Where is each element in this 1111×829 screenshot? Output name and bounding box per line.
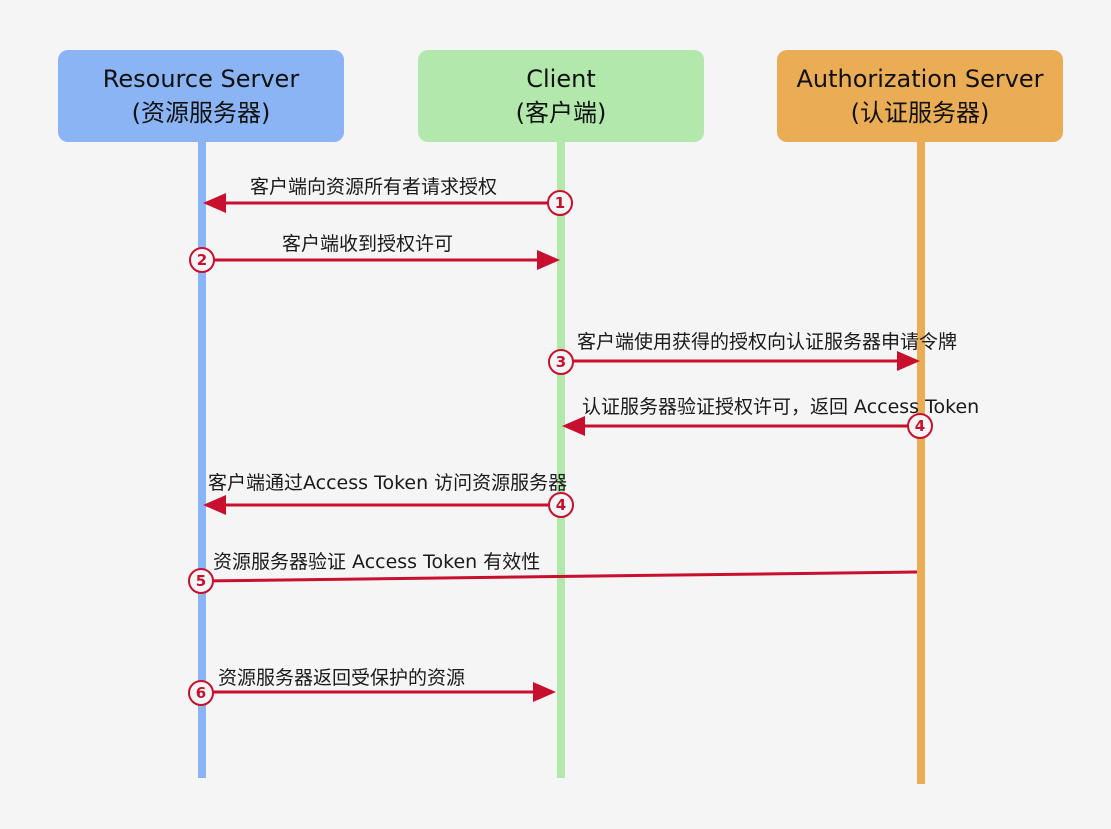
actor-client-subtitle: (客户端) — [515, 99, 607, 127]
step-badge-3: 3 — [548, 349, 574, 375]
actor-client-name: Client — [526, 65, 596, 93]
step-badge-4a: 4 — [907, 413, 933, 439]
message-label-5: 资源服务器验证 Access Token 有效性 — [213, 551, 541, 573]
message-label-2: 客户端收到授权许可 — [282, 233, 454, 255]
message-label-3: 客户端使用获得的授权向认证服务器申请令牌 — [577, 331, 958, 353]
arrow-step-5 — [201, 570, 918, 583]
message-label-4b: 客户端通过Access Token 访问资源服务器 — [208, 472, 568, 494]
actor-resource-server-name: Resource Server — [102, 65, 300, 93]
step-badge-1: 1 — [547, 190, 573, 216]
message-label-1: 客户端向资源所有者请求授权 — [250, 176, 498, 198]
step-badge-4b: 4 — [548, 492, 574, 518]
lifeline-client — [557, 140, 565, 778]
lifeline-authorization-server — [917, 140, 925, 784]
step-badge-6: 6 — [188, 680, 214, 706]
actor-resource-server: Resource Server (资源服务器) — [58, 50, 344, 142]
actor-authorization-server-name: Authorization Server — [796, 65, 1044, 93]
lifeline-resource-server — [198, 140, 206, 778]
message-label-6: 资源服务器返回受保护的资源 — [218, 667, 466, 689]
actor-resource-server-subtitle: (资源服务器) — [131, 99, 271, 127]
step-badge-2: 2 — [189, 247, 215, 273]
actor-client: Client (客户端) — [418, 50, 704, 142]
actor-authorization-server: Authorization Server (认证服务器) — [777, 50, 1063, 142]
actor-authorization-server-subtitle: (认证服务器) — [850, 99, 990, 127]
step-badge-5: 5 — [188, 568, 214, 594]
message-label-4a: 认证服务器验证授权许可，返回 Access Token — [582, 396, 980, 418]
